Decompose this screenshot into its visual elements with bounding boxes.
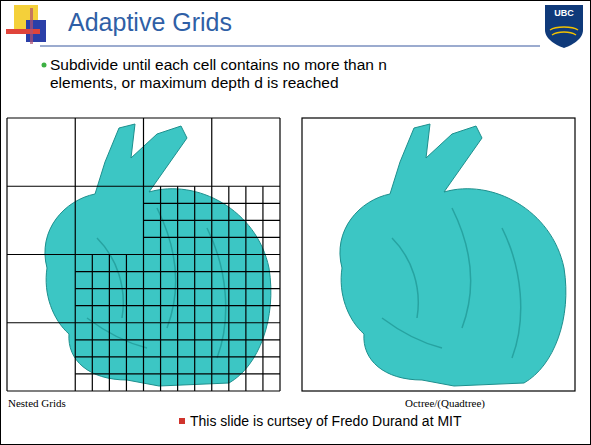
logo-text: UBC (549, 8, 579, 18)
grid-line (144, 356, 212, 357)
grid-line (144, 237, 212, 238)
slide-title: Adaptive Grids (68, 8, 232, 37)
grid-line (212, 237, 280, 238)
grid-line (212, 288, 280, 289)
grid-line (194, 186, 195, 254)
grid-line (7, 322, 280, 323)
footer-note: This slide is curtsey of Fredo Durand at… (190, 413, 462, 429)
bunny-shading (382, 208, 521, 358)
grid-line (7, 254, 280, 255)
bullet-text: Subdivide until each cell contains no mo… (50, 56, 445, 92)
grid-line (212, 356, 280, 357)
grid-line (75, 288, 143, 289)
grid-line (212, 373, 280, 374)
quadtree-figure (302, 118, 575, 391)
deco-bar (30, 8, 33, 44)
grid-line (144, 220, 212, 221)
grid-border (302, 118, 575, 391)
deco-red (6, 29, 40, 34)
grid-line (211, 118, 212, 391)
grid-line (212, 305, 280, 306)
figure-caption: Octree/(Quadtree) (405, 397, 485, 409)
bunny-shading (87, 208, 226, 358)
grid-line (144, 305, 212, 306)
grid-line (194, 323, 195, 391)
grid-line (126, 255, 127, 323)
nested-grid-figure (7, 118, 280, 391)
grid-line (75, 305, 143, 306)
title-rule (40, 45, 540, 47)
grid-line (262, 323, 263, 391)
grid-line (126, 323, 127, 391)
grid-line (194, 255, 195, 323)
grid-line (144, 288, 212, 289)
grid-line (262, 255, 263, 323)
grid-line (144, 373, 212, 374)
bullet-dot (42, 63, 47, 68)
grid-line (7, 390, 280, 391)
grid-line (75, 373, 143, 374)
figure-caption: Nested Grids (8, 397, 66, 409)
ubc-waves (550, 27, 578, 35)
grid-line (212, 220, 280, 221)
grid-line (279, 118, 280, 391)
ubc-shield (545, 5, 583, 48)
bunny-shape (340, 124, 566, 386)
grid-line (262, 186, 263, 254)
grid-line (75, 356, 143, 357)
footer-bullet (179, 418, 185, 424)
